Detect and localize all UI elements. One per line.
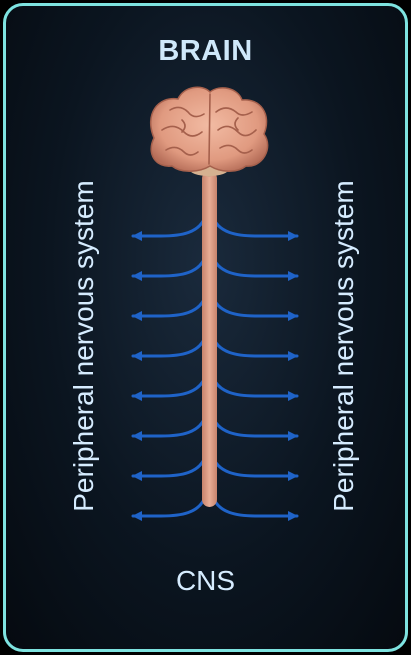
nerve-arrow-right-2 [212,254,297,276]
spinal-cord [202,171,217,507]
nerve-arrow-left-1 [133,214,206,236]
nerve-arrow-left-2 [133,254,206,276]
diagram-card: BRAIN [3,3,408,652]
nerve-arrow-left-7 [133,454,206,476]
nerve-arrow-right-1 [212,214,297,236]
nerve-arrow-left-6 [133,414,206,436]
cns-label: CNS [6,565,405,597]
nerve-arrow-left-5 [133,374,206,396]
nerve-arrow-right-3 [212,294,297,316]
nerve-arrow-left-8 [133,494,206,516]
nerve-arrow-left-3 [133,294,206,316]
right-peripheral-label: Peripheral nervous system [328,180,360,511]
nerve-arrow-right-5 [212,374,297,396]
nerve-arrow-right-4 [212,334,297,356]
nerve-arrow-right-8 [212,494,297,516]
left-peripheral-label: Peripheral nervous system [68,180,100,511]
nerve-arrow-right-6 [212,414,297,436]
brain-icon [151,87,268,177]
nerve-arrow-left-4 [133,334,206,356]
nerve-arrow-right-7 [212,454,297,476]
